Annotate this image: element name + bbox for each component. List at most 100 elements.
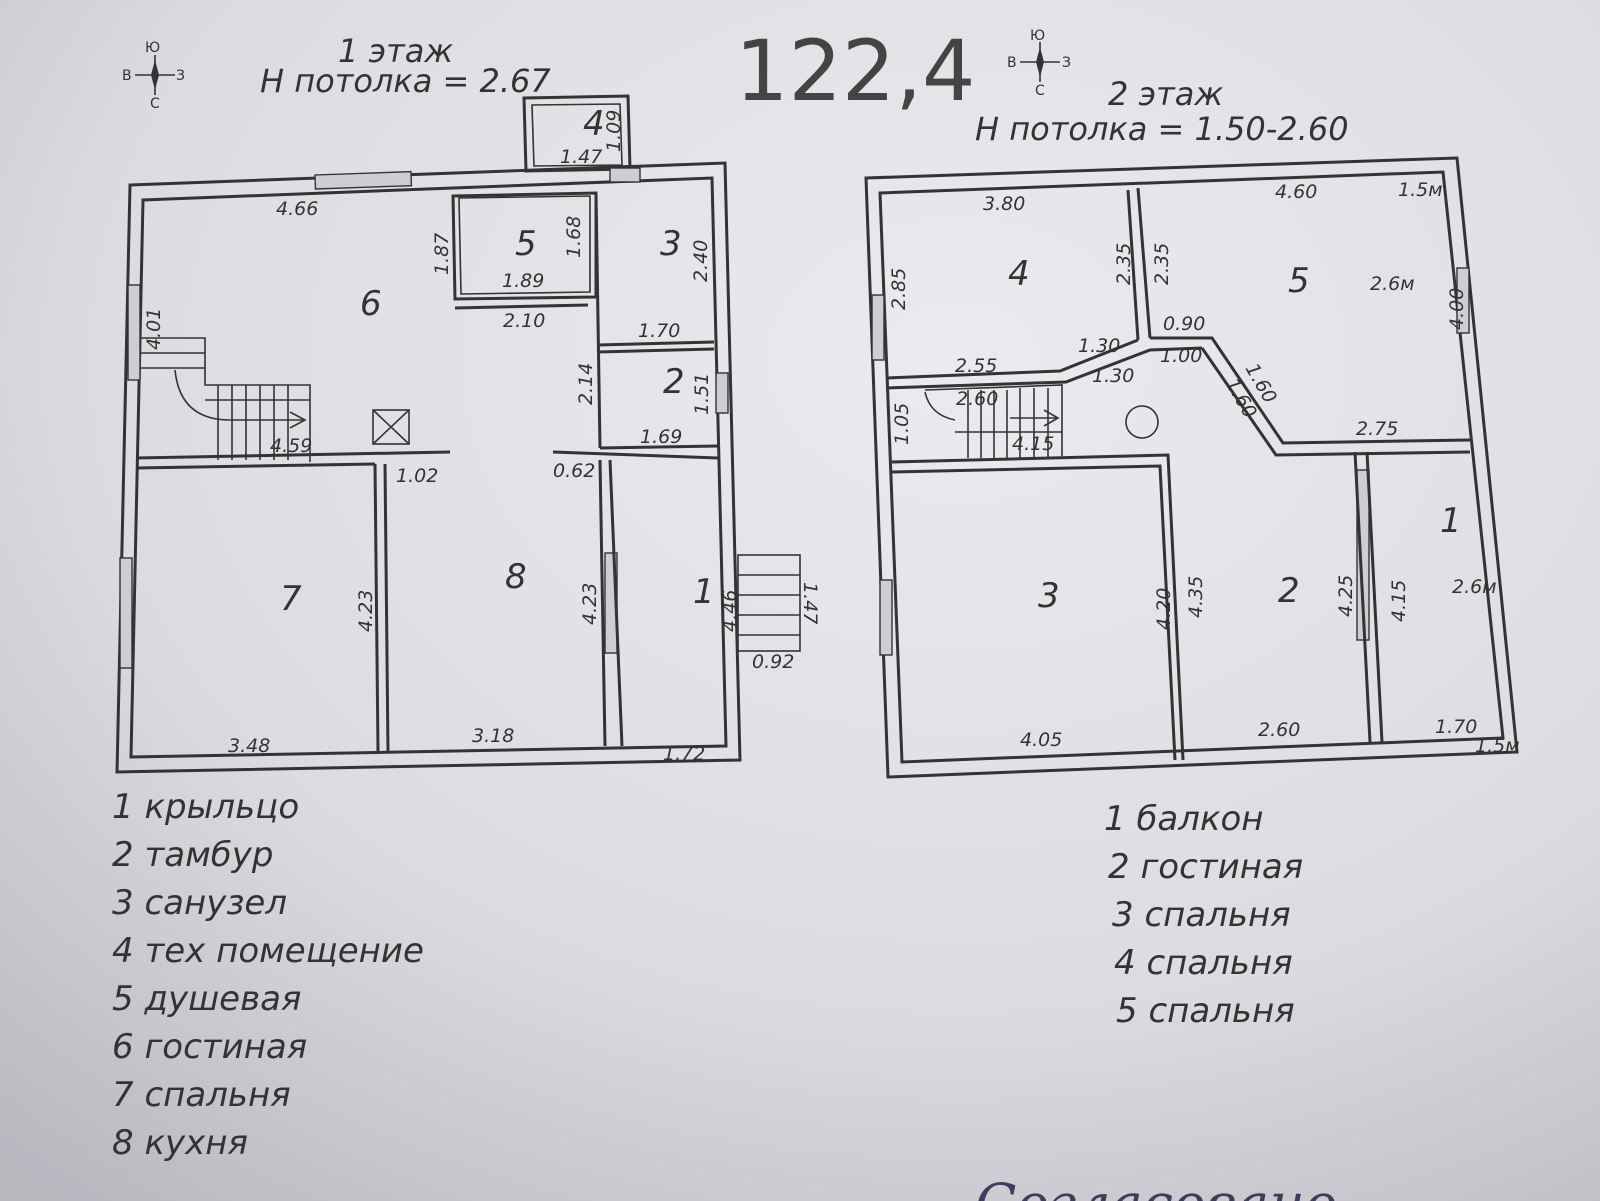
dimension-label: 2.35: [1113, 243, 1135, 285]
dimension-label: 0.92: [752, 651, 794, 673]
dimension-label: 2.10: [503, 310, 545, 332]
floor-2-outer-wall: [864, 156, 1519, 779]
window: [314, 170, 413, 190]
dimension-label: 1.51: [691, 373, 713, 415]
dimension-label: 4.59: [270, 435, 312, 457]
dimension-label: 4.23: [355, 590, 377, 632]
legend-item: 4 спальня: [1114, 943, 1293, 983]
dimension-label: 1.70: [638, 320, 680, 342]
compass-icon: Ю З С В: [1007, 28, 1071, 99]
floor-2-inner-wall: [878, 170, 1505, 764]
porch-steps: [737, 554, 801, 652]
dimension-label: 1.05: [891, 403, 913, 445]
legend-item: 4 тех помещение: [112, 931, 424, 971]
dimension-label: 4.23: [579, 583, 601, 625]
dimension-label: 2.60: [1258, 719, 1300, 741]
dimension-label: 4.66: [276, 198, 318, 220]
dimension-label: 0.62: [553, 460, 595, 482]
dimension-label: 1.5м: [1475, 735, 1520, 757]
dimension-label: 2.35: [1151, 243, 1173, 285]
window: [127, 284, 141, 381]
window: [609, 167, 641, 183]
room-number: 1: [1440, 501, 1462, 541]
dimension-label: 4.46: [719, 590, 741, 632]
legend-item: 5 спальня: [1116, 991, 1295, 1031]
room-number: 8: [505, 557, 527, 597]
compass-w: В: [122, 68, 132, 84]
dimension-label: 1.47: [560, 146, 602, 168]
dimension-label: 2.75: [1356, 418, 1398, 440]
room-number: 3: [1038, 576, 1060, 616]
dimension-label: 1.47: [799, 582, 821, 624]
room-number: 7: [280, 579, 302, 619]
legend-item: 2 гостиная: [1108, 847, 1303, 887]
legend-item: 8 кухня: [112, 1123, 248, 1163]
dimension-label: 3.18: [472, 725, 514, 747]
dimension-label: 2.60: [956, 388, 998, 410]
compass-e: З: [176, 68, 185, 84]
dimension-label: 3.80: [983, 193, 1025, 215]
window: [871, 294, 885, 361]
compass-w: В: [1007, 55, 1017, 71]
floor-2-plan: 2 этаж H потолка = 1.50-2.60 Ю З С В: [864, 28, 1520, 779]
dimension-label: 0.90: [1163, 313, 1205, 335]
room-number: 2: [663, 362, 685, 402]
dimension-label: 4.15: [1388, 580, 1410, 622]
window: [1456, 267, 1470, 334]
chimney-icon: [1125, 405, 1159, 439]
legend-item: 2 тамбур: [112, 835, 273, 875]
room-number: 4: [1008, 254, 1030, 294]
legend-item: 1 крыльцо: [112, 787, 299, 827]
floor-1-inner-wall: [129, 176, 728, 759]
legend-item: 6 гостиная: [112, 1027, 307, 1067]
window: [879, 579, 893, 656]
compass-e: З: [1062, 55, 1071, 71]
floor-2-ceiling: H потолка = 1.50-2.60: [975, 110, 1349, 148]
floor-1-plan: 1 этаж H потолка = 2.67 Ю З С В: [115, 32, 821, 774]
floor-1-legend: 1 крыльцо 2 тамбур 3 санузел 4 тех помещ…: [112, 787, 424, 1163]
floor-2-title: 2 этаж: [1108, 75, 1223, 113]
room-number: 3: [660, 224, 682, 264]
dimension-label: 1.70: [1435, 716, 1477, 738]
dimension-label: 1.89: [502, 270, 544, 292]
floor-2-legend: 1 балкон 2 гостиная 3 спальня 4 спальня …: [1104, 799, 1303, 1031]
dimension-label: 1.02: [396, 465, 438, 487]
dimension-label: 1.87: [431, 233, 453, 275]
room-number: 5: [1288, 261, 1310, 301]
legend-item: 5 душевая: [112, 979, 301, 1019]
dimension-label: 1.69: [640, 426, 682, 448]
room-number: 4: [583, 104, 605, 144]
legend-item: 3 санузел: [112, 883, 287, 923]
dimension-label: 2.85: [888, 268, 910, 310]
dimension-label: 4.15: [1012, 433, 1054, 455]
signature: Согласовано: [975, 1172, 1337, 1201]
dimension-label: 4.25: [1335, 575, 1357, 617]
floor-1-ceiling: H потолка = 2.67: [260, 62, 551, 100]
dimension-label: 2.14: [575, 363, 597, 405]
compass-s: С: [1035, 83, 1045, 99]
dimension-label: 1.5м: [1398, 179, 1443, 201]
legend-item: 3 спальня: [1112, 895, 1291, 935]
window: [1356, 469, 1370, 641]
dimension-label: 1.00: [1160, 345, 1202, 367]
room-number: 5: [515, 224, 537, 264]
dimension-label: 2.6м: [1370, 273, 1415, 295]
dimension-label: 1.30: [1092, 365, 1134, 387]
dimension-label: 1.09: [603, 110, 625, 152]
compass-s: С: [150, 96, 160, 112]
dimension-label: 4.60: [1275, 181, 1317, 203]
room-number: 1: [693, 572, 715, 612]
room-number: 6: [360, 284, 382, 324]
dimension-label: 2.6м: [1452, 576, 1497, 598]
compass-n: Ю: [145, 40, 160, 56]
boiler-icon: [372, 409, 410, 445]
staircase: [140, 337, 311, 462]
dimension-label: 2.55: [955, 355, 997, 377]
staircase: [924, 384, 1063, 458]
compass-icon: Ю З С В: [122, 40, 185, 112]
legend-item: 1 балкон: [1104, 799, 1264, 839]
total-area: 122,4: [735, 22, 975, 120]
dimension-label: 4.35: [1185, 576, 1207, 618]
floor-1-title: 1 этаж: [338, 32, 453, 70]
